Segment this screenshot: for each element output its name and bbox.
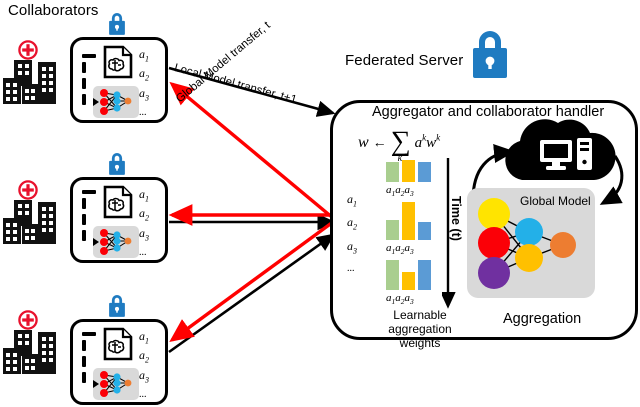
collaborator-1[interactable]: a1 a2 a3 ... xyxy=(70,37,168,123)
collaborator-3[interactable]: a1 a2 a3 ... xyxy=(70,319,168,405)
neural-network-icon xyxy=(93,368,139,400)
lock-icon xyxy=(104,10,130,41)
time-axis-label: Time (t) xyxy=(449,196,463,241)
lock-icon xyxy=(104,150,130,181)
server-header: Aggregator and collaborator handler xyxy=(372,104,605,120)
neural-network-icon xyxy=(93,86,139,118)
collaborator-2-weights: a1 a2 a3 ... xyxy=(139,187,149,259)
learnable-weights-chart: a1a2a3 a1a2a3 a1a2a3 xyxy=(386,160,446,310)
collaborator-2[interactable]: a1 a2 a3 ... xyxy=(70,177,168,263)
bar-a2 xyxy=(402,160,415,182)
server-coefficient-list: a1 a2 a3 ... xyxy=(347,192,357,275)
medical-cross-icon xyxy=(18,310,38,335)
bar-a3 xyxy=(418,222,431,240)
dashed-divider xyxy=(82,332,96,396)
global-model-network xyxy=(478,198,576,289)
neural-network-icon xyxy=(93,226,139,258)
bar-a3 xyxy=(418,260,431,290)
hospital-buildings-icon xyxy=(2,328,60,381)
learnable-weights-caption: Learnable aggregation weights xyxy=(388,308,452,350)
dashed-divider xyxy=(82,190,96,254)
bar-group-t2 xyxy=(386,200,436,240)
bar-group-t1 xyxy=(386,160,436,182)
lock-icon xyxy=(462,25,518,85)
brain-scan-document-icon xyxy=(103,185,133,224)
bar-a1 xyxy=(386,162,399,182)
page-title-collaborators: Collaborators xyxy=(8,2,99,19)
time-axis-arrow xyxy=(442,158,456,309)
collaborator-3-weights: a1 a2 a3 ... xyxy=(139,329,149,401)
collaborator-1-weights: a1 a2 a3 ... xyxy=(139,47,149,119)
page-title-federated-server: Federated Server xyxy=(345,52,464,69)
medical-cross-icon xyxy=(18,40,38,65)
dashed-divider xyxy=(82,50,96,114)
aggregation-formula: w ← ∑ k akwk xyxy=(358,126,441,165)
brain-scan-document-icon xyxy=(103,45,133,84)
global-model-label: Global Model xyxy=(520,194,591,208)
brain-scan-document-icon xyxy=(103,327,133,366)
bar-a1 xyxy=(386,260,399,290)
bar-group-t2-labels: a1a2a3 xyxy=(386,242,414,257)
bar-group-t1-labels: a1a2a3 xyxy=(386,184,414,199)
bar-group-t3 xyxy=(386,258,436,290)
hospital-buildings-icon xyxy=(2,58,60,111)
bar-a1 xyxy=(386,220,399,240)
aggregation-label: Aggregation xyxy=(503,311,582,327)
hospital-buildings-icon xyxy=(2,198,60,251)
bar-a2 xyxy=(402,202,415,240)
lock-icon xyxy=(104,292,130,323)
bar-a3 xyxy=(418,162,431,182)
medical-cross-icon xyxy=(18,180,38,205)
bar-group-t3-labels: a1a2a3 xyxy=(386,292,414,307)
cloud-computer-icon xyxy=(498,118,616,191)
bar-a2 xyxy=(402,272,415,290)
